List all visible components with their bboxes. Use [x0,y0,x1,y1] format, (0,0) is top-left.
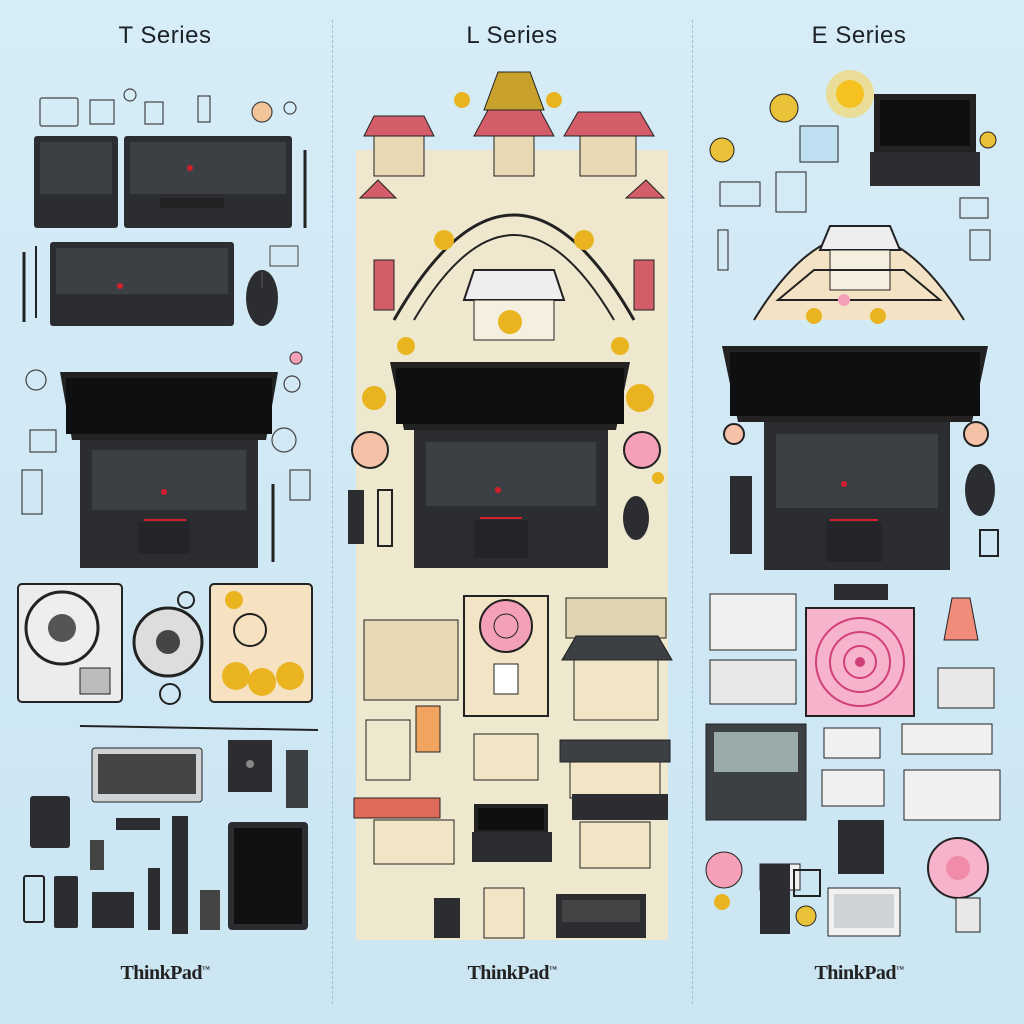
e-series-title: E Series [811,22,907,49]
speaker-icon [132,591,204,705]
flower-decoration [209,583,313,703]
keyboard-icon [827,887,901,937]
temple-illustration [753,225,965,321]
hard-drive-icon [17,583,123,703]
temple-illustration [363,595,673,799]
l-series-illustration [348,71,673,940]
keyboard-icon [50,242,234,326]
flower-decoration [362,92,664,484]
e-series-illustration [705,70,1001,937]
column-divider [332,20,333,1004]
e-series-column: E Series [694,0,1024,1024]
keyboard-icon [34,136,118,228]
column-divider [692,20,693,1004]
hard-drive-icon [228,740,272,792]
laptop-icon [60,372,278,568]
keyboard-icon [124,136,292,228]
flower-decoration [806,294,886,324]
l-series-column: L Series [334,0,690,1024]
l-series-brand-logo: ThinkPad™ [467,962,557,984]
t-series-column: T Series [0,0,330,1024]
tablet-icon [228,822,308,930]
speaker-icon [927,837,989,899]
laptop-icon [390,362,630,568]
laptop-icon [472,804,552,862]
temple-illustration [358,71,666,341]
mouse-icon [246,270,278,326]
speaker-icon [351,431,661,469]
t-series-title: T Series [118,22,212,49]
keyboard-icon [556,894,646,938]
sun-decoration [826,70,874,118]
speaker-icon [805,607,915,717]
t-series-illustration [17,88,319,934]
t-series-brand-logo: ThinkPad™ [120,962,210,984]
laptop-icon [722,346,988,570]
laptop-icon [870,94,980,186]
l-series-title: L Series [466,22,558,49]
mouse-icon [623,496,649,540]
mouse-icon [965,464,995,516]
doodle-icons-top [39,88,297,127]
keyboard-icon [91,747,203,803]
e-series-brand-logo: ThinkPad™ [814,962,904,984]
